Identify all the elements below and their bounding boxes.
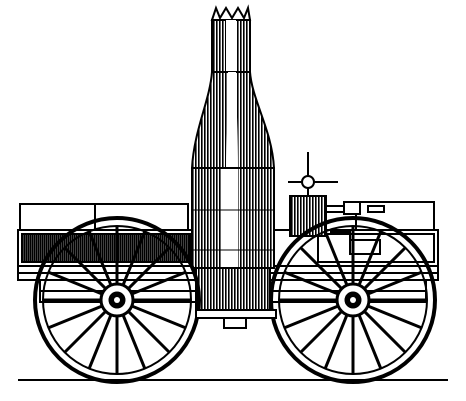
- left-wheel: [33, 216, 201, 384]
- right-wheel: [269, 216, 437, 384]
- connecting-rod: [195, 309, 277, 329]
- engine-machinery: [288, 152, 385, 255]
- smokestack: [190, 4, 276, 311]
